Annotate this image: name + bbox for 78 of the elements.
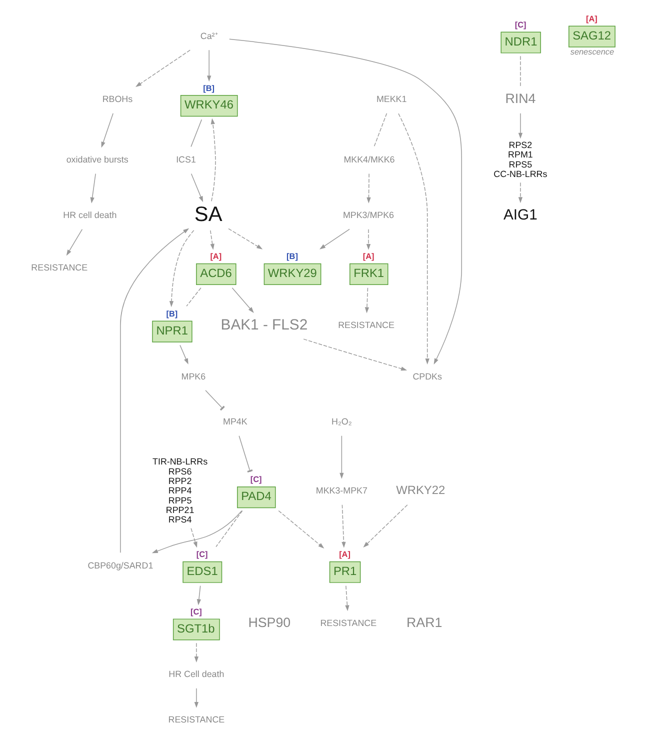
arrow	[207, 50, 212, 82]
node-text: HR Cell death	[168, 669, 224, 680]
node-text: MKK3-MPK7	[316, 486, 368, 496]
node-text: RIN4	[505, 91, 536, 106]
connector	[190, 119, 202, 148]
node-text: oxidative bursts	[66, 154, 128, 165]
node-text: MPK6	[181, 371, 206, 382]
arrow	[363, 504, 408, 548]
arrow	[228, 228, 263, 250]
node-label: [C]	[514, 20, 526, 30]
arrow	[345, 585, 350, 612]
node-text: MKK4/MKK6	[344, 154, 395, 165]
arrow	[320, 228, 350, 250]
arrow	[342, 504, 346, 548]
node-text: WRKY22	[396, 483, 446, 498]
arrow	[366, 228, 371, 250]
node-label: [A]	[339, 550, 350, 560]
node-text: ICS1	[176, 154, 196, 165]
node-label: [C]	[196, 550, 208, 560]
arrow	[232, 288, 254, 313]
arrow	[340, 435, 344, 479]
arrow	[210, 230, 214, 250]
node-text: TIR-NB-LRRs RPS6 RPP2 RPP4 RPP5 RPP21 RPS4	[152, 456, 208, 525]
label: RAR1	[406, 614, 442, 630]
connector	[186, 288, 202, 306]
node-text: CBP60g/SARD1	[88, 560, 154, 570]
node-text: RBOHs	[102, 94, 133, 104]
arrow	[210, 118, 216, 202]
node-text: BAK1 - FLS2	[220, 317, 308, 334]
node-label: [B]	[166, 309, 178, 318]
node-text: RESISTANCE	[168, 714, 225, 725]
node-text: AIG1	[504, 207, 538, 224]
arrow	[229, 38, 462, 364]
arrow	[278, 510, 324, 548]
node-label: [C]	[250, 475, 262, 484]
arrow	[180, 344, 188, 364]
arrow	[136, 50, 190, 87]
node-text: RESISTANCE	[320, 618, 377, 628]
arrow	[90, 173, 96, 204]
connector	[520, 56, 521, 87]
arrow	[152, 510, 242, 554]
connector	[374, 113, 388, 148]
node-text: HR cell death	[63, 210, 117, 220]
node-label: [A]	[586, 14, 598, 24]
arrow	[303, 338, 408, 371]
node-label: [B]	[203, 84, 215, 93]
node-text: RESISTANCE	[31, 262, 88, 273]
arrow	[398, 113, 430, 364]
label: HSP90	[248, 614, 291, 630]
node-text: RPS2 RPM1 RPS5 CC-NB-LRRs	[494, 140, 548, 180]
arrow	[518, 182, 523, 204]
node-text: RESISTANCE	[338, 320, 394, 330]
node-text: Ca²⁺	[200, 30, 218, 41]
arrow	[190, 173, 204, 202]
arrow	[190, 528, 198, 548]
arrow	[196, 585, 201, 606]
node-label: senescence	[570, 47, 614, 56]
node-text: MP4K	[223, 416, 248, 427]
connector	[216, 510, 243, 548]
arrow	[101, 113, 114, 148]
arrow	[366, 173, 371, 204]
arrow	[194, 688, 199, 708]
arrow	[66, 228, 83, 256]
node-text: MEKK1	[376, 94, 407, 104]
node-label: [A]	[210, 252, 222, 262]
node-label: [C]	[190, 607, 202, 616]
node-text: MPK3/MPK6	[342, 210, 394, 220]
arrow	[194, 642, 199, 662]
node-text: SA	[194, 202, 222, 226]
node-label: [A]	[362, 252, 374, 262]
arrow	[518, 113, 523, 139]
arrow	[169, 230, 194, 308]
node-text: H₂O₂	[332, 416, 352, 427]
arrow	[364, 288, 370, 314]
node-text: CPDKs	[412, 371, 442, 382]
arrow	[120, 228, 190, 554]
node-label: [B]	[286, 252, 298, 262]
connector	[238, 435, 253, 473]
